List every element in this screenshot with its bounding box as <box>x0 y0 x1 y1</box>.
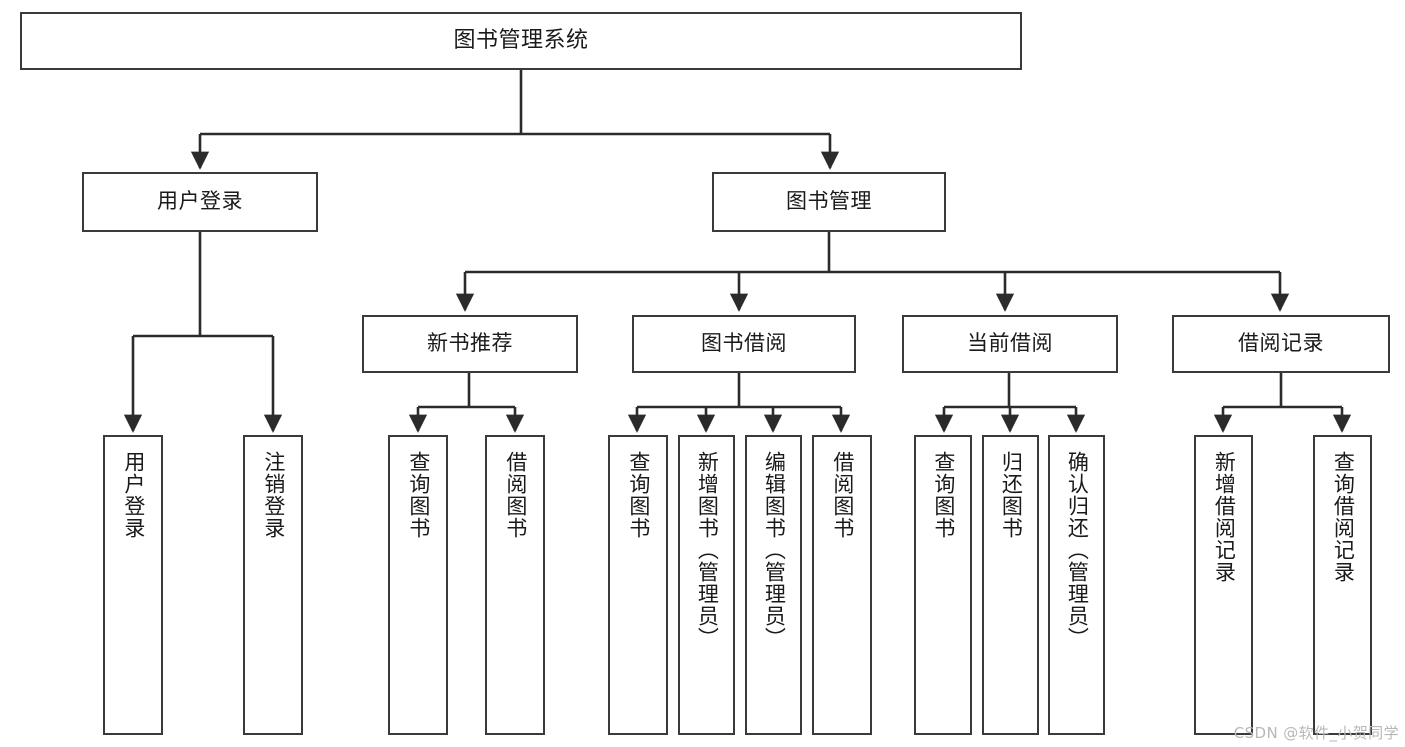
node-leaf-user-logout[interactable]: 注销登录 <box>243 435 303 735</box>
node-user-login[interactable]: 用户登录 <box>82 172 318 232</box>
node-leaf-add-record[interactable]: 新增借阅记录 <box>1194 435 1253 735</box>
node-leaf-user-logout-label: 注销登录 <box>261 451 286 539</box>
node-leaf-user-login-label: 用户登录 <box>121 451 146 539</box>
node-leaf-query-record-label: 查询借阅记录 <box>1331 451 1356 583</box>
node-new-book-recommend[interactable]: 新书推荐 <box>362 315 578 373</box>
node-leaf-query-book-2-label: 查询图书 <box>626 451 651 539</box>
node-current-borrow[interactable]: 当前借阅 <box>902 315 1118 373</box>
node-leaf-borrow-book-1[interactable]: 借阅图书 <box>485 435 545 735</box>
node-leaf-borrow-book-2-label: 借阅图书 <box>830 451 855 539</box>
node-leaf-query-book-1[interactable]: 查询图书 <box>388 435 448 735</box>
node-book-manage[interactable]: 图书管理 <box>712 172 946 232</box>
node-leaf-add-book-label: 新增图书（管理员） <box>695 451 720 649</box>
node-leaf-add-record-label: 新增借阅记录 <box>1212 451 1237 583</box>
node-leaf-query-book-2[interactable]: 查询图书 <box>608 435 668 735</box>
node-leaf-confirm-return[interactable]: 确认归还（管理员） <box>1048 435 1105 735</box>
node-book-borrow[interactable]: 图书借阅 <box>632 315 856 373</box>
node-leaf-user-login[interactable]: 用户登录 <box>103 435 163 735</box>
node-leaf-query-book-1-label: 查询图书 <box>406 451 431 539</box>
node-root[interactable]: 图书管理系统 <box>20 12 1022 70</box>
node-leaf-add-book[interactable]: 新增图书（管理员） <box>678 435 735 735</box>
node-leaf-query-record[interactable]: 查询借阅记录 <box>1313 435 1372 735</box>
node-book-manage-label: 图书管理 <box>786 189 872 214</box>
node-new-book-recommend-label: 新书推荐 <box>427 331 513 356</box>
node-borrow-record-label: 借阅记录 <box>1238 331 1324 356</box>
node-leaf-query-book-3-label: 查询图书 <box>931 451 956 539</box>
node-user-login-label: 用户登录 <box>157 189 243 214</box>
node-leaf-borrow-book-2[interactable]: 借阅图书 <box>812 435 872 735</box>
node-leaf-query-book-3[interactable]: 查询图书 <box>914 435 972 735</box>
node-leaf-confirm-return-label: 确认归还（管理员） <box>1065 451 1090 649</box>
node-leaf-return-book[interactable]: 归还图书 <box>982 435 1039 735</box>
node-leaf-edit-book-label: 编辑图书（管理员） <box>762 451 787 649</box>
node-leaf-edit-book[interactable]: 编辑图书（管理员） <box>745 435 802 735</box>
node-leaf-borrow-book-1-label: 借阅图书 <box>503 451 528 539</box>
node-current-borrow-label: 当前借阅 <box>967 331 1053 356</box>
node-book-borrow-label: 图书借阅 <box>701 331 787 356</box>
node-borrow-record[interactable]: 借阅记录 <box>1172 315 1390 373</box>
node-root-label: 图书管理系统 <box>453 27 589 53</box>
node-leaf-return-book-label: 归还图书 <box>999 451 1024 539</box>
